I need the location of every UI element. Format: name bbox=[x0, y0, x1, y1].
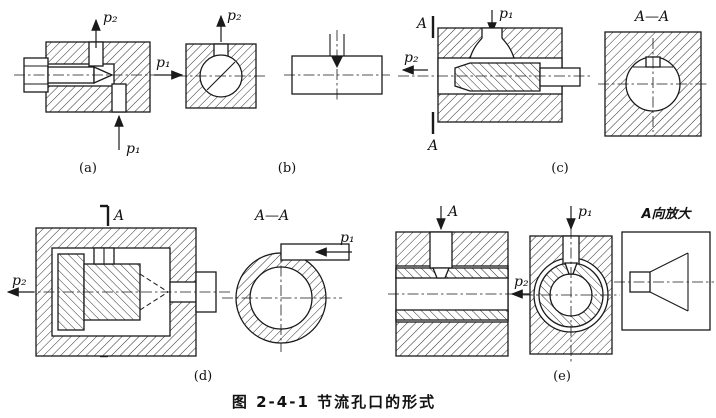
enlarged-diffuser bbox=[649, 252, 689, 273]
subfigure-b: p₁ p₂ (b) bbox=[154, 8, 390, 176]
subfigure-c: p₁ A A p₂ (c) A—A bbox=[398, 6, 708, 176]
label-section-aa: A—A bbox=[633, 9, 669, 25]
label-a: A bbox=[446, 204, 458, 220]
v-notch bbox=[331, 56, 343, 68]
label-p2: p₂ bbox=[12, 273, 27, 289]
subfigure-c-label: (c) bbox=[551, 161, 568, 176]
label-p1: p₁ bbox=[578, 204, 593, 220]
label-enlarged-view: A向放大 bbox=[640, 206, 692, 222]
label-a-bottom: A bbox=[426, 138, 438, 154]
label-a-top: A bbox=[415, 16, 427, 32]
enlarged-diffuser bbox=[649, 291, 689, 312]
label-p2: p₂ bbox=[514, 274, 529, 290]
label-section-aa: A—A bbox=[253, 208, 289, 224]
hidden-cone bbox=[139, 273, 169, 293]
shaft-extension bbox=[539, 67, 581, 87]
subfigure-e: A p₁ p₂ (e) A向放大 bbox=[388, 204, 714, 384]
inlet-slot bbox=[429, 231, 453, 269]
label-a-top: A bbox=[112, 208, 124, 224]
label-p2: p₂ bbox=[404, 50, 419, 66]
label-p1: p₁ bbox=[499, 6, 514, 22]
subfigure-e-label: (e) bbox=[553, 369, 571, 384]
subfigure-b-label: (b) bbox=[278, 161, 296, 176]
subfigure-d-label: (d) bbox=[194, 369, 212, 384]
label-p2: p₂ bbox=[103, 10, 118, 26]
inlet-channel bbox=[111, 83, 127, 113]
subfigure-a: p₂ p₁ (a) bbox=[14, 10, 162, 176]
spool-hatched bbox=[454, 62, 541, 92]
label-p1: p₁ bbox=[126, 141, 141, 157]
label-p1: p₁ bbox=[340, 230, 355, 246]
sleeve-wall-hatched bbox=[395, 267, 509, 279]
label-p1: p₁ bbox=[156, 55, 171, 71]
sleeve-wall-hatched bbox=[395, 309, 509, 321]
hidden-cone bbox=[139, 291, 169, 311]
figure-caption: 图 2-4-1 节流孔口的形式 bbox=[232, 393, 436, 411]
seat-recess bbox=[469, 27, 515, 59]
subfigure-d: A A p₂ (d) A—A p₁ bbox=[6, 204, 355, 384]
subfigure-a-label: (a) bbox=[79, 161, 97, 176]
taper-orifice bbox=[432, 267, 450, 279]
label-p2: p₂ bbox=[227, 8, 242, 24]
